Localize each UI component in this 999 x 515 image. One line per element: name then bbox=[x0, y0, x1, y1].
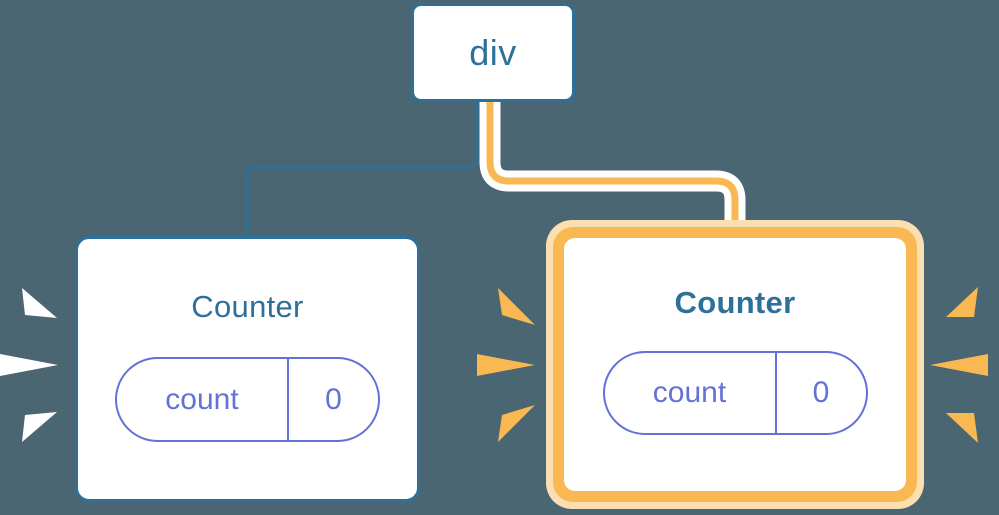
node-counter-left[interactable]: Counter count 0 bbox=[75, 236, 420, 502]
node-counter-right-highlight[interactable]: Counter count 0 bbox=[546, 220, 924, 509]
counter-right-state-value-cell: 0 bbox=[777, 353, 866, 433]
counter-right-highlight-ring: Counter count 0 bbox=[553, 227, 917, 502]
counter-right-state-key: count bbox=[652, 376, 727, 409]
edge-div-to-counter-left bbox=[245, 102, 479, 238]
counter-right-state-key-cell: count bbox=[605, 353, 777, 433]
counter-right-state-value: 0 bbox=[812, 376, 830, 409]
counter-left-title: Counter bbox=[191, 289, 304, 324]
counter-left-state-key: count bbox=[165, 382, 239, 416]
node-counter-right[interactable]: Counter count 0 bbox=[564, 238, 906, 491]
counter-right-state-pill: count 0 bbox=[602, 351, 868, 435]
counter-right-title: Counter bbox=[674, 285, 796, 320]
counter-left-state-key-cell: count bbox=[117, 359, 289, 440]
counter-left-state-value-cell: 0 bbox=[289, 359, 378, 440]
node-div-label: div bbox=[469, 31, 517, 73]
edge-div-to-counter-right-halo bbox=[479, 102, 746, 228]
node-div[interactable]: div bbox=[411, 3, 575, 102]
edge-div-to-counter-right bbox=[486, 102, 739, 228]
counter-left-state-pill: count 0 bbox=[115, 357, 380, 442]
counter-left-state-value: 0 bbox=[325, 382, 342, 416]
